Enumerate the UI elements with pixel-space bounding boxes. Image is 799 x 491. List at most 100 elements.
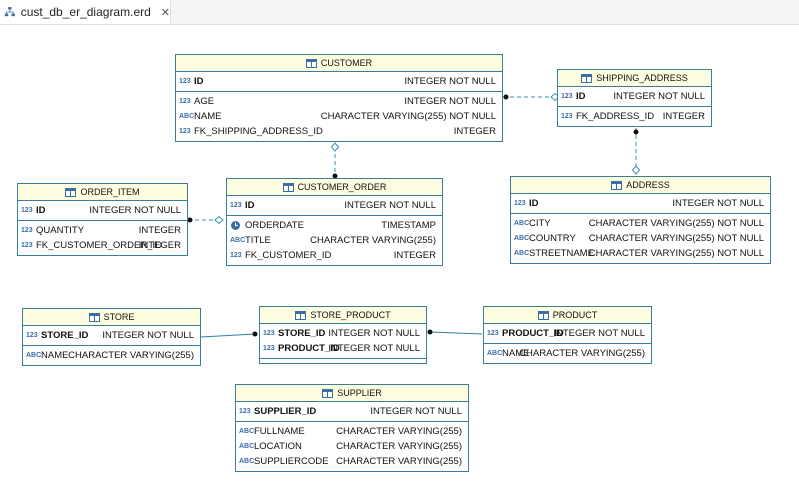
entity-title: CUSTOMER_ORDER (297, 182, 387, 192)
tab-label: cust_db_er_diagram.erd (20, 5, 151, 19)
column-type: INTEGER NOT NULL (102, 330, 194, 341)
column-name: PRODUCT_ID (502, 328, 564, 339)
text-icon: ABC (514, 235, 530, 242)
key-icon: 123 (239, 408, 251, 415)
text-icon: ABC (239, 443, 255, 450)
entity-title: PRODUCT (552, 310, 598, 320)
column-name: STORE_ID (41, 330, 89, 341)
text-icon: ABC (239, 458, 255, 465)
link-storeproduct-product (429, 331, 483, 335)
text-icon: ABC (239, 428, 255, 435)
link-end-dot (427, 329, 433, 335)
table-icon (282, 182, 294, 192)
column-name: SUPPLIERCODE (254, 456, 329, 467)
entity-header: CUSTOMER_ORDER (227, 179, 442, 196)
numeric-icon: 123 (179, 128, 191, 135)
column-name: FK_CUSTOMER_ORDER_ID (36, 240, 162, 251)
column-type: CHARACTER VARYING(255) (336, 441, 462, 452)
tab-er-diagram[interactable]: cust_db_er_diagram.erd ✕ (0, 0, 171, 24)
key-icon: 123 (514, 200, 526, 207)
column-type: CHARACTER VARYING(255) (336, 456, 462, 467)
key-icon: 123 (179, 78, 191, 85)
entity-header: STORE_PRODUCT (260, 307, 426, 324)
column-type: INTEGER NOT NULL (328, 343, 420, 354)
entity-header: SUPPLIER (236, 385, 468, 402)
key-icon: 123 (487, 330, 499, 337)
column-name: ID (576, 91, 586, 102)
column-type: INTEGER (393, 250, 436, 261)
table-icon (322, 388, 334, 398)
column-type: INTEGER (138, 240, 181, 251)
column-name: ORDERDATE (245, 220, 304, 231)
entity-title: CUSTOMER (320, 58, 373, 68)
entity-header: ADDRESS (511, 177, 770, 194)
entity-header: ORDER_ITEM (18, 184, 187, 201)
column-type: INTEGER (453, 126, 496, 137)
link-end-diamond (214, 215, 224, 225)
column-name: SUPPLIER_ID (254, 406, 317, 417)
column-name: STORE_ID (278, 328, 326, 339)
column-name: ID (36, 205, 46, 216)
table-icon (581, 73, 593, 83)
column-name: FK_CUSTOMER_ID (245, 250, 332, 261)
column-name: COUNTRY (529, 233, 576, 244)
close-icon[interactable]: ✕ (160, 6, 170, 19)
table-icon (537, 310, 549, 320)
pk-column-row[interactable]: 123 ID INTEGER NOT NULL (176, 74, 502, 89)
column-name: ID (529, 198, 539, 209)
column-type: CHARACTER VARYING(255) (336, 426, 462, 437)
key-icon: 123 (26, 332, 38, 339)
entity-title: SUPPLIER (337, 388, 382, 398)
table-icon (295, 310, 307, 320)
numeric-icon: 123 (561, 113, 573, 120)
column-type: INTEGER NOT NULL (344, 200, 436, 211)
key-icon: 123 (21, 207, 33, 214)
key-icon: 123 (263, 330, 275, 337)
column-type: INTEGER NOT NULL (328, 328, 420, 339)
table-icon (305, 58, 317, 68)
link-end-dot (252, 331, 258, 337)
column-type: CHARACTER VARYING(255) NOT NULL (320, 111, 496, 122)
key-icon: 123 (561, 93, 573, 100)
text-icon: ABC (179, 113, 195, 120)
link-end-dot (633, 129, 639, 135)
column-type: CHARACTER VARYING(255) (310, 235, 436, 246)
column-name: FK_ADDRESS_ID (576, 111, 655, 122)
editor-tab-bar: cust_db_er_diagram.erd ✕ (0, 0, 799, 25)
